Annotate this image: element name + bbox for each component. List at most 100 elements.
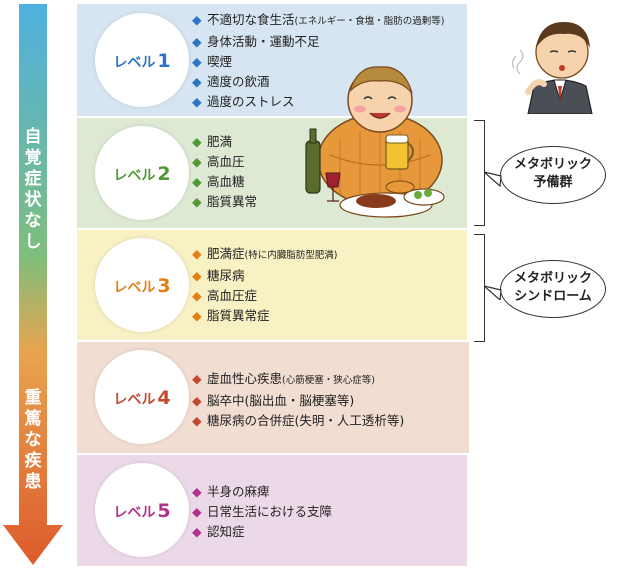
item-text: 肥満 [207,134,233,149]
diamond-bullet-icon: ◆ [192,484,202,499]
item-note: (心筋梗塞・狭心症等) [282,375,375,386]
item-text: 糖尿病の合併症(失明・人工透析等) [207,413,405,428]
level-prefix: レベル [113,392,156,408]
list-item: ◆ 脂質異常症 [192,306,337,326]
list-item: ◆ 過度のストレス [192,92,444,112]
callout-line: メタボリック [513,157,592,172]
level-number: 3 [157,275,171,297]
diamond-bullet-icon: ◆ [192,54,202,69]
diamond-bullet-icon: ◆ [192,246,202,261]
smoking-man-illustration [511,22,593,114]
diamond-bullet-icon: ◆ [192,288,202,303]
diamond-bullet-icon: ◆ [192,12,202,27]
label-char: 自 [24,127,42,147]
label-char: な [24,430,42,450]
item-note: (特に内臓脂肪型肥満) [244,250,338,261]
metabolic-syndrome-bracket [474,234,485,342]
list-item: ◆ 身体活動・運動不足 [192,32,444,52]
label-char: し [24,232,42,252]
list-item: ◆高血圧症 [192,286,337,306]
label-char: 状 [24,190,42,210]
item-text: 認知症 [207,524,245,539]
item-text: 半身の麻痺 [207,484,270,499]
item-text: 不適切な食生活 [207,12,295,27]
diamond-bullet-icon: ◆ [192,174,202,189]
list-item: ◆ 脳卒中(脳出血・脳梗塞等) [192,391,404,411]
item-text: 過度のストレス [207,94,295,109]
diamond-bullet-icon: ◆ [192,134,202,149]
callout-line: シンドローム [514,289,592,304]
callout-line: メタボリック [513,271,592,286]
item-text: 喫煙 [207,54,233,69]
callout-tails [484,171,502,300]
diamond-bullet-icon: ◆ [192,504,202,519]
list-item: ◆ 喫煙 [192,52,444,72]
item-text: 肥満症 [207,246,245,261]
diamond-bullet-icon: ◆ [192,268,202,283]
diamond-bullet-icon: ◆ [192,34,202,49]
diamond-bullet-icon: ◆ [192,194,202,209]
metabolic-syndrome-callout: メタボリック シンドローム [500,260,606,318]
item-text: 日常生活における支障 [207,504,333,519]
level-prefix: レベル [113,55,156,71]
metabolic-reserve-callout: メタボリック 予備群 [500,146,606,204]
label-char: 症 [24,169,42,189]
level-number: 1 [157,50,171,72]
list-item: ◆不適切な食生活(エネルギー・食塩・脂肪の過剰等) [192,10,444,32]
arrow-graphic [3,4,63,565]
item-text: 高血糖 [207,174,245,189]
progression-arrow: 自 覚 症 状 な し 重 篤 な 疾 患 [0,0,66,569]
label-char: 疾 [24,451,42,471]
list-item: ◆ 高血糖 [192,172,257,192]
no-symptoms-label: 自 覚 症 状 な し [19,127,47,253]
diamond-bullet-icon: ◆ [192,94,202,109]
list-item: ◆ 肥満症(特に内臓脂肪型肥満) [192,244,337,266]
level-number: 5 [157,500,171,522]
item-text: 糖尿病 [207,268,245,283]
list-item: ◆ 半身の麻痺 [192,482,332,502]
item-text: 適度の飲酒 [207,74,270,89]
item-text: 脂質異常 [207,194,258,209]
diamond-bullet-icon: ◆ [192,413,202,428]
label-char: 覚 [24,148,42,168]
diamond-bullet-icon: ◆ [192,524,202,539]
label-char: 重 [24,388,42,408]
risk-list: ◆不適切な食生活(エネルギー・食塩・脂肪の過剰等) ◆身体活動・運動不足 ◆喫煙… [192,10,444,112]
item-text: 身体活動・運動不足 [207,34,320,49]
label-char: 篤 [24,409,42,429]
list-item: ◆適度の飲酒 [192,72,444,92]
level-prefix: レベル [113,505,156,521]
item-text: 脂質異常症 [207,308,270,323]
label-char: 患 [24,472,42,492]
callout-line: 予備群 [533,175,573,190]
list-item: ◆ 糖尿病の合併症(失明・人工透析等) [192,411,404,431]
diamond-bullet-icon: ◆ [192,393,202,408]
risk-list: ◆ 肥満 ◆高血圧 ◆ 高血糖 ◆ 脂質異常 [192,132,257,212]
level-prefix: レベル [113,280,156,296]
level-number: 2 [157,163,171,185]
serious-disease-label: 重 篤 な 疾 患 [19,388,47,493]
item-text: 虚血性心疾患 [207,371,283,386]
list-item: ◆高血圧 [192,152,257,172]
diamond-bullet-icon: ◆ [192,308,202,323]
risk-list: ◆ 肥満症(特に内臓脂肪型肥満) ◆ 糖尿病 ◆高血圧症 ◆ 脂質異常症 [192,244,337,326]
disease-list: ◆ 半身の麻痺 ◆ 日常生活における支障 ◆ 認知症 [192,482,332,542]
item-text: 脳卒中(脳出血・脳梗塞等) [207,393,355,408]
overeating-man-illustration [305,66,445,218]
level-prefix: レベル [113,168,156,184]
level-number: 4 [157,387,171,409]
list-item: ◆ 虚血性心疾患(心筋梗塞・狭心症等) [192,369,404,391]
diamond-bullet-icon: ◆ [192,371,202,386]
list-item: ◆ 日常生活における支障 [192,502,332,522]
list-item: ◆ 肥満 [192,132,257,152]
